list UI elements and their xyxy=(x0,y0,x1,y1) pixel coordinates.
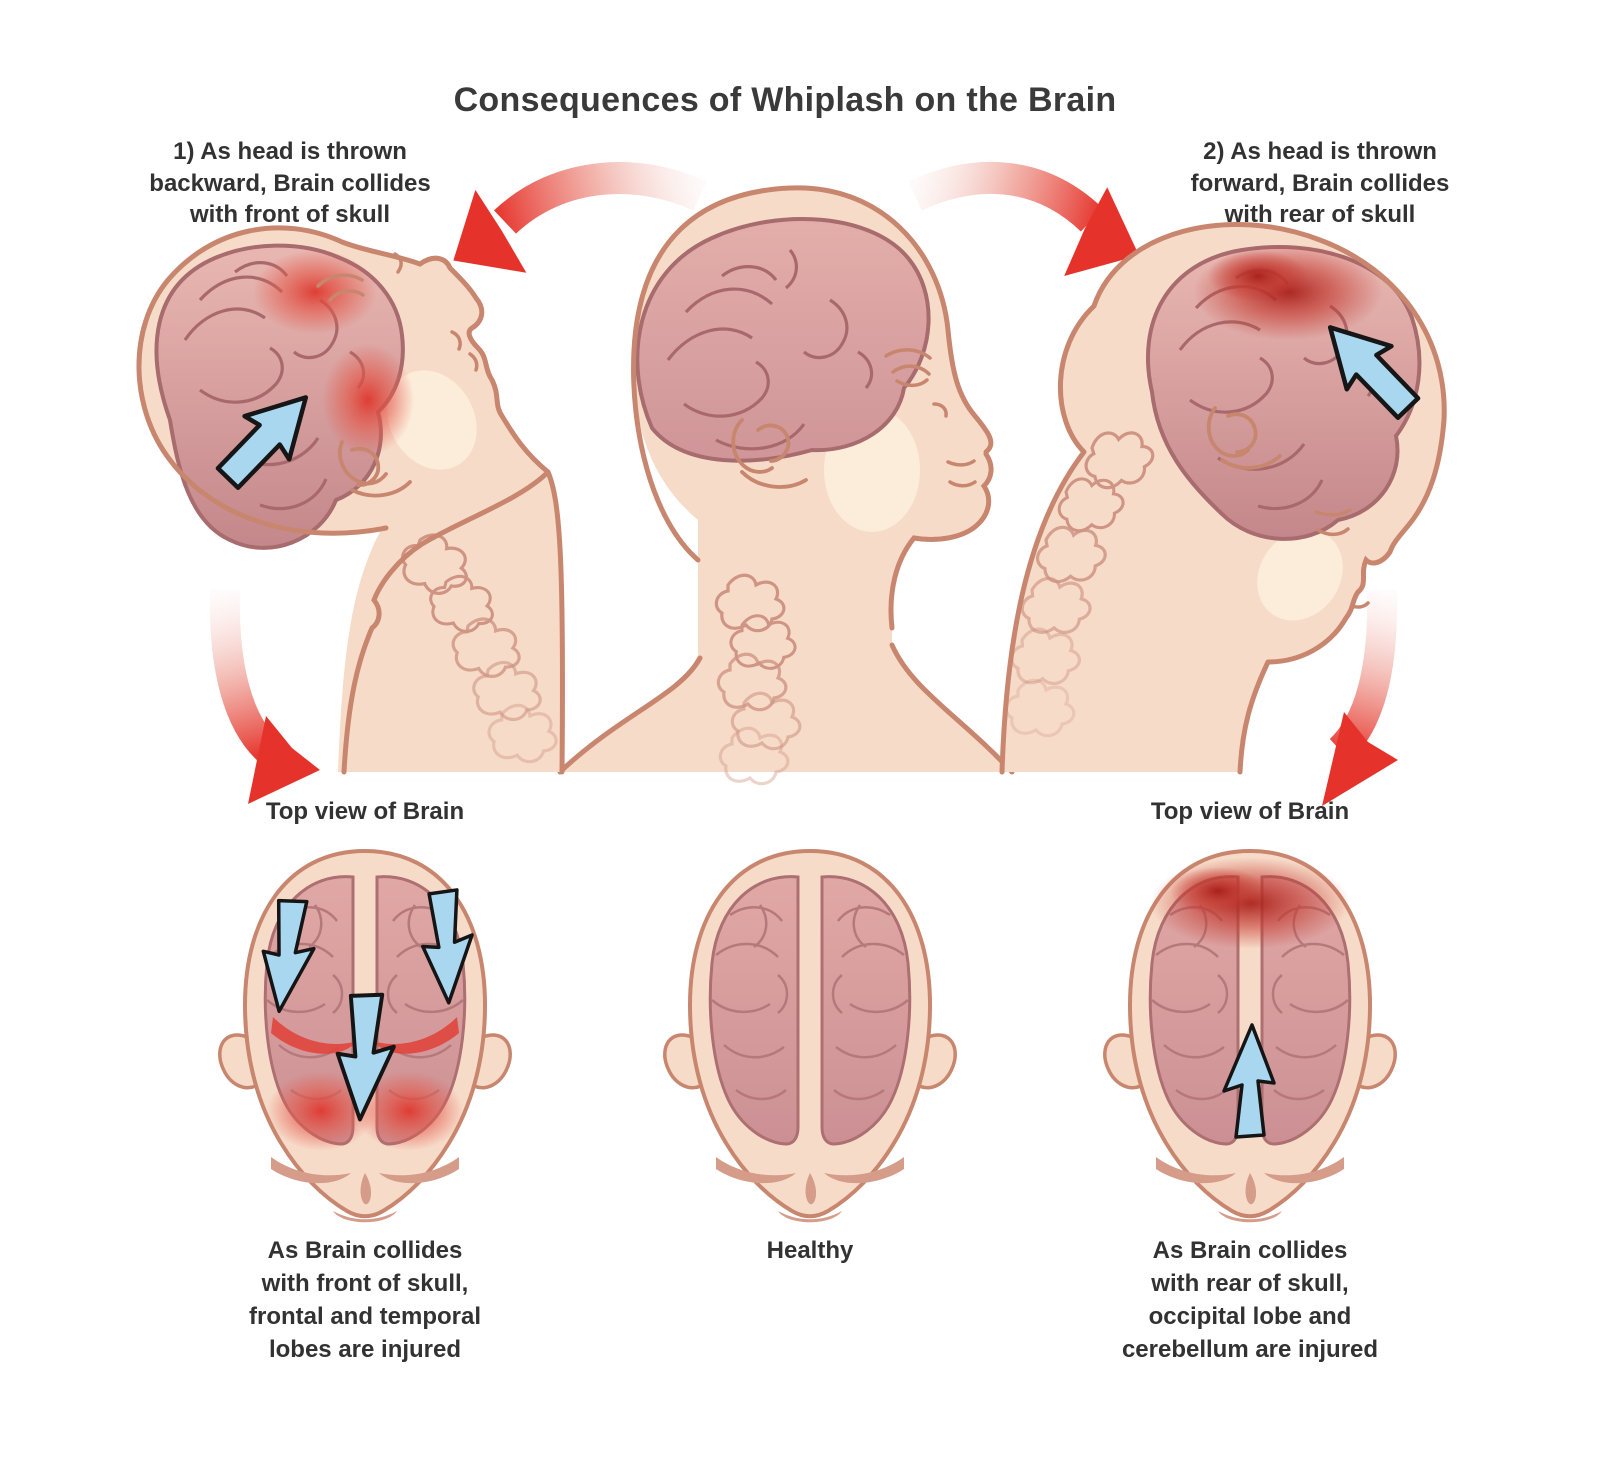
injured-brain-front xyxy=(154,243,414,550)
page-title: Consequences of Whiplash on the Brain xyxy=(453,81,1117,119)
figure-head-neutral xyxy=(557,185,1015,786)
temporal-injury-crescent-right xyxy=(373,1017,459,1054)
annotation-head-backward: 1) As head is thrown backward, Brain col… xyxy=(149,138,431,229)
forward-outline xyxy=(999,222,1447,775)
backward-ear xyxy=(338,440,412,498)
occipital-injury-core xyxy=(1170,867,1266,915)
neutral-face-details xyxy=(884,348,977,488)
caption-front-impact: As Brain collides with front of skull, f… xyxy=(248,1237,482,1364)
frontal-injury-glow-right xyxy=(355,1071,463,1151)
neutral-ear xyxy=(731,418,808,489)
frontal-injury-glow xyxy=(253,250,377,334)
figure-head-forward xyxy=(999,222,1447,775)
caption-rear-impact: As Brain collides with rear of skull, oc… xyxy=(1121,1237,1379,1364)
curved-red-arrow-forward-icon xyxy=(908,161,1140,277)
neutral-outline xyxy=(557,185,1015,775)
temporal-injury-glow xyxy=(322,344,414,456)
caption-healthy: Healthy xyxy=(766,1237,854,1264)
top-view-label-left: Top view of Brain xyxy=(265,798,465,825)
healthy-brain xyxy=(635,216,931,463)
injured-brain-rear xyxy=(1146,244,1422,541)
backward-face-details xyxy=(316,252,479,372)
annotation-head-forward: 2) As head is thrown forward, Brain coll… xyxy=(1190,138,1450,229)
figure-head-backward xyxy=(136,225,565,775)
temporal-injury-crescent-left xyxy=(271,1017,357,1054)
frontal-injury-glow-left xyxy=(267,1071,375,1151)
top-view-brain-healthy xyxy=(665,851,955,1222)
top-view-label-right: Top view of Brain xyxy=(1150,798,1350,825)
top-view-brain-front-injury xyxy=(220,851,510,1222)
backward-outline xyxy=(136,225,565,775)
forward-face-details xyxy=(1314,508,1370,609)
curved-red-arrow-down-left-icon xyxy=(209,589,320,804)
curved-red-arrow-down-right-icon xyxy=(1322,589,1398,806)
top-view-brain-rear-injury xyxy=(1105,851,1395,1222)
forward-ear xyxy=(1206,406,1282,470)
occipital-injury-core xyxy=(1208,250,1308,302)
curved-red-arrow-backward-icon xyxy=(453,162,707,273)
cheek-highlight xyxy=(1257,529,1343,621)
